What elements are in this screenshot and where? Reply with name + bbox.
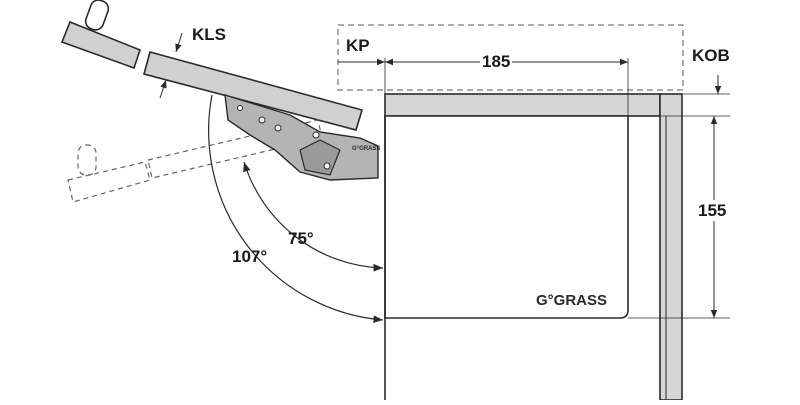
flap-open xyxy=(60,0,364,131)
kp-label: KP xyxy=(346,36,370,55)
kob-label: KOB xyxy=(692,46,730,65)
angle-75-label: 75° xyxy=(288,229,314,248)
width-dimension-label: 185 xyxy=(480,52,513,71)
mechanism-brand-logo: G°GRASS xyxy=(352,146,381,152)
cabinet-side-wall xyxy=(659,93,683,401)
dashed-top-zone xyxy=(337,24,684,91)
height-dimension-label: 155 xyxy=(698,200,727,221)
cabinet-top-panel xyxy=(384,93,661,117)
arc-75 xyxy=(243,161,384,272)
front-brand-logo: G°GRASS xyxy=(536,292,608,309)
angle-107-label: 107° xyxy=(232,247,268,266)
front-panel xyxy=(384,115,629,319)
kls-label: KLS xyxy=(192,25,226,44)
